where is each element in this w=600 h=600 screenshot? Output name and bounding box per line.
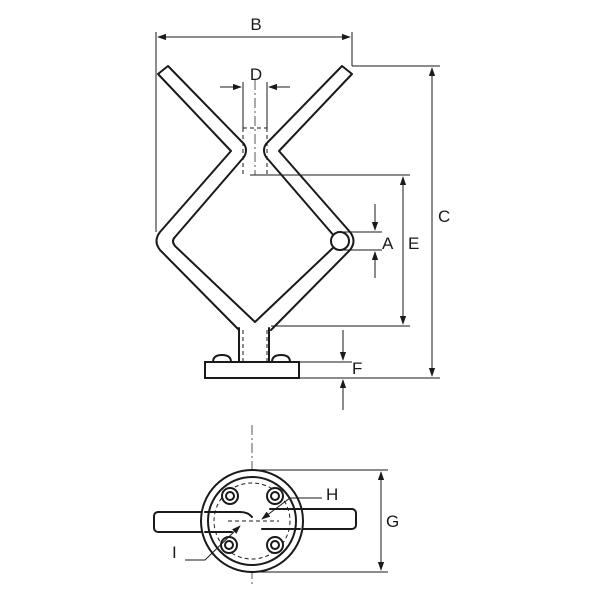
- top-view: [153, 425, 357, 585]
- dimension-h: H: [261, 485, 338, 520]
- flange-inner: [207, 476, 297, 566]
- bolt-bottom-right: [266, 536, 284, 554]
- bolt-head-left: [211, 353, 233, 363]
- dimension-label-e: E: [408, 234, 419, 253]
- dimension-label-d: D: [250, 65, 262, 84]
- dimension-label-g: G: [386, 512, 399, 531]
- dimension-e: E: [250, 174, 419, 327]
- bolt-circle: [213, 482, 291, 560]
- bolt-head-right: [270, 353, 292, 363]
- dimension-label-i: I: [172, 543, 177, 562]
- dimension-label-a: A: [382, 234, 394, 253]
- dimension-label-f: F: [352, 359, 362, 378]
- dimension-label-h: H: [326, 485, 338, 504]
- bar-frame-outer: [155, 65, 355, 331]
- bolt-top-left: [221, 487, 239, 505]
- top-bar-over-flange: [204, 508, 301, 533]
- dimension-g: G: [252, 469, 399, 573]
- bolt-top-right: [266, 487, 284, 505]
- stem-bottom-hidden: [242, 330, 268, 362]
- dimension-f: F: [300, 330, 362, 410]
- dimension-i: I: [172, 525, 241, 562]
- stem: [238, 327, 270, 363]
- side-view: [155, 65, 355, 379]
- dimension-b: B: [155, 15, 353, 232]
- base-plate: [204, 361, 300, 379]
- dimension-c: C: [300, 65, 450, 379]
- dimension-label-b: B: [250, 15, 261, 34]
- dimension-a: A: [340, 204, 394, 278]
- bar-end-circle: [330, 231, 350, 251]
- stem-top-hidden: [242, 127, 268, 176]
- dimension-d: D: [220, 65, 290, 128]
- dimension-label-c: C: [438, 207, 450, 226]
- bolt-bottom-left: [220, 536, 238, 554]
